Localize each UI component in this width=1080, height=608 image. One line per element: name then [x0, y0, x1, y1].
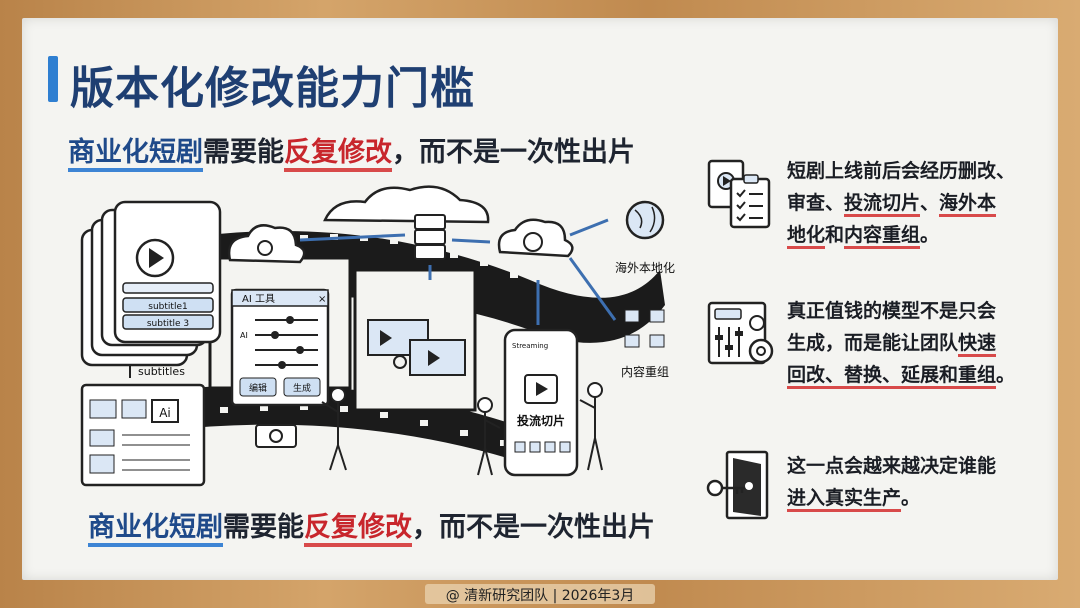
streaming-label: Streaming — [512, 342, 548, 350]
headline-bottom-part4: ，而不是一次性出片 — [412, 512, 655, 543]
headline-top: 商业化短剧需要能反复修改，而不是一次性出片 — [68, 130, 635, 172]
headline-top-part1: 商业化短剧 — [68, 137, 203, 172]
subtitle3-text: subtitle 3 — [147, 319, 189, 329]
ai-generate-button: 生成 — [293, 382, 311, 394]
bullet-1-line2d: 海外本 — [939, 192, 997, 217]
globe-icon — [625, 200, 665, 240]
bullet-2-line3b: 。 — [996, 364, 1016, 386]
bullet-2-line2b: 快速 — [958, 332, 997, 357]
bullet-1-line2a: 审查、 — [787, 192, 845, 214]
ai-tool-panel: AI 工具 × AI 编辑 生成 — [230, 288, 330, 407]
ai-gear-sliders-icon — [707, 301, 774, 365]
bullet-1-line3c: 内容重组 — [844, 224, 921, 249]
bullet-1-line3a: 地化 — [787, 224, 826, 249]
clip-label: 投流切片 — [517, 413, 565, 428]
subtitle1-text: subtitle1 — [148, 302, 187, 312]
bullet-2-text: 真正值钱的模型不是只会 生成，而是能让团队快速 回改、替换、延展和重组。 — [787, 295, 1042, 391]
flow-arrows — [299, 218, 617, 325]
ai-small-label: Ai — [159, 406, 171, 420]
editor-document: Ai — [80, 383, 206, 487]
bullet-2-line2a: 生成，而是能让团队 — [787, 332, 959, 354]
phone-stack: subtitle1 subtitle 3 — [80, 200, 222, 367]
camera-icon — [255, 424, 297, 448]
people-figures — [321, 382, 603, 476]
bullet-1-line3d: 。 — [920, 224, 940, 246]
bullet-1-line1: 短剧上线前后会经历删改、 — [787, 160, 1016, 182]
bullet-3-text: 这一点会越来越决定谁能 进入真实生产。 — [787, 450, 1042, 514]
film-cut-icon — [367, 319, 466, 376]
page-title: 版本化修改能力门槛 — [70, 63, 475, 114]
bullet-1-line2b: 投流切片 — [844, 192, 921, 217]
footer-credit: @ 清新研究团队 | 2026年3月 — [445, 588, 635, 604]
bullet-3-line1: 这一点会越来越决定谁能 — [787, 455, 997, 477]
cloud-globe-icon — [497, 218, 574, 258]
headline-bottom: 商业化短剧需要能反复修改，而不是一次性出片 — [88, 505, 655, 547]
door-key-icon — [706, 450, 769, 520]
headline-top-part4: ，而不是一次性出片 — [392, 137, 635, 168]
server-icon — [414, 214, 446, 260]
bullet-1-line2c: 、 — [920, 192, 940, 214]
document-checklist-icon — [707, 159, 771, 229]
subtitles-label: subtitles — [138, 365, 185, 378]
bullet-2-line1: 真正值钱的模型不是只会 — [787, 300, 997, 322]
title-accent-bar — [48, 56, 58, 102]
ai-tool-title: AI 工具 — [242, 293, 275, 305]
bullet-3-line2b: 。 — [901, 487, 921, 509]
bullet-2-line3a: 回改、替换、延展和重组 — [787, 364, 997, 389]
headline-top-part3: 反复修改 — [284, 137, 392, 172]
headline-top-part2: 需要能 — [203, 137, 284, 168]
svg-text:×: × — [318, 294, 326, 305]
cloud-gear-icon — [227, 224, 306, 264]
footer-background — [425, 584, 655, 604]
headline-bottom-part2: 需要能 — [223, 512, 304, 543]
recombine-icon — [624, 309, 665, 348]
workflow-sketch: subtitle1 subtitle 3 subtitles Ai AI 工具 … — [80, 185, 675, 487]
ai-edit-button: 编辑 — [249, 382, 267, 394]
recombine-label: 内容重组 — [621, 364, 669, 379]
overseas-label: 海外本地化 — [615, 260, 675, 275]
phone-streaming: Streaming 投流切片 — [503, 328, 579, 477]
bullet-3-line2a: 进入真实生产 — [787, 487, 902, 512]
bullet-1-line3b: 和 — [825, 224, 845, 246]
bullet-1-text: 短剧上线前后会经历删改、 审查、投流切片、海外本 地化和内容重组。 — [787, 155, 1042, 251]
headline-bottom-part3: 反复修改 — [304, 512, 412, 547]
cloud-top — [323, 185, 490, 224]
headline-bottom-part1: 商业化短剧 — [88, 512, 223, 547]
ai-tool-ai-label: AI — [240, 331, 248, 340]
